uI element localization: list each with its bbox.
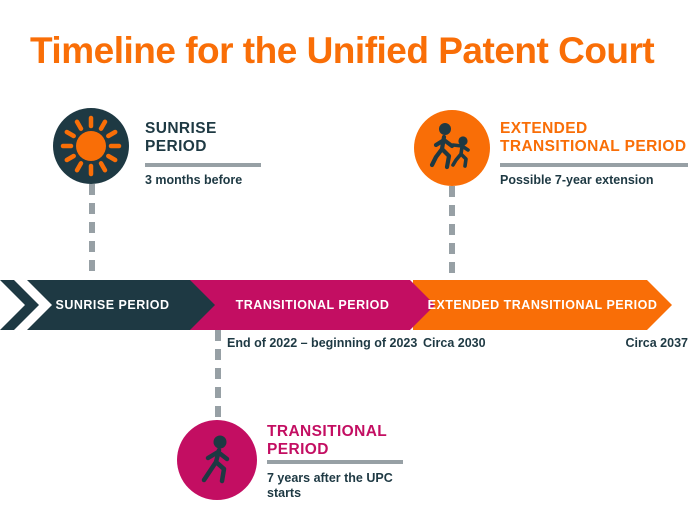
sunrise-heading-line2: PERIOD xyxy=(145,138,207,155)
timeline-segment-extended xyxy=(413,280,672,330)
timeline-label-sunrise: SUNRISE PERIOD xyxy=(55,298,170,312)
extended-heading-line2: TRANSITIONAL PERIOD xyxy=(500,138,687,155)
transitional-heading-line2: PERIOD xyxy=(267,441,329,458)
transitional-connector-line xyxy=(215,330,221,418)
extended-connector-line xyxy=(449,186,455,278)
timeline-start-chevron xyxy=(0,280,39,330)
sun-icon xyxy=(60,115,122,177)
date-transitional-start: End of 2022 – beginning of 2023 xyxy=(227,336,418,350)
transitional-subtitle: 7 years after the UPC starts xyxy=(267,471,393,500)
date-circa-2037: Circa 2037 xyxy=(625,336,688,350)
sunrise-divider xyxy=(145,163,261,167)
transitional-circle xyxy=(177,420,257,500)
date-circa-2030: Circa 2030 xyxy=(423,336,486,350)
extended-divider xyxy=(500,163,688,167)
transitional-heading: TRANSITIONAL PERIOD xyxy=(267,423,387,459)
timeline-label-transitional: TRANSITIONAL PERIOD xyxy=(235,298,390,312)
sunrise-connector-line xyxy=(89,184,95,278)
extended-heading: EXTENDED TRANSITIONAL PERIOD xyxy=(500,120,686,156)
timeline-label-extended: EXTENDED TRANSITIONAL PERIOD xyxy=(427,298,658,312)
extended-subtitle: Possible 7-year extension xyxy=(500,173,654,187)
sunrise-subtitle: 3 months before xyxy=(145,173,243,187)
sunrise-heading: SUNRISE PERIOD xyxy=(145,120,217,156)
timeline-segment-sunrise xyxy=(27,280,215,330)
timeline-band xyxy=(0,280,672,330)
page-title: Timeline for the Unified Patent Court xyxy=(30,30,655,71)
adult-and-child-walking-icon xyxy=(429,123,470,170)
timeline-segment-transitional xyxy=(190,280,435,330)
extended-heading-line1: EXTENDED xyxy=(500,120,588,137)
sunrise-circle xyxy=(53,108,129,184)
transitional-divider xyxy=(267,460,403,464)
walking-person-icon xyxy=(201,435,230,484)
extended-circle xyxy=(414,110,490,186)
sunrise-heading-line1: SUNRISE xyxy=(145,120,217,137)
transitional-heading-line1: TRANSITIONAL xyxy=(267,423,388,440)
